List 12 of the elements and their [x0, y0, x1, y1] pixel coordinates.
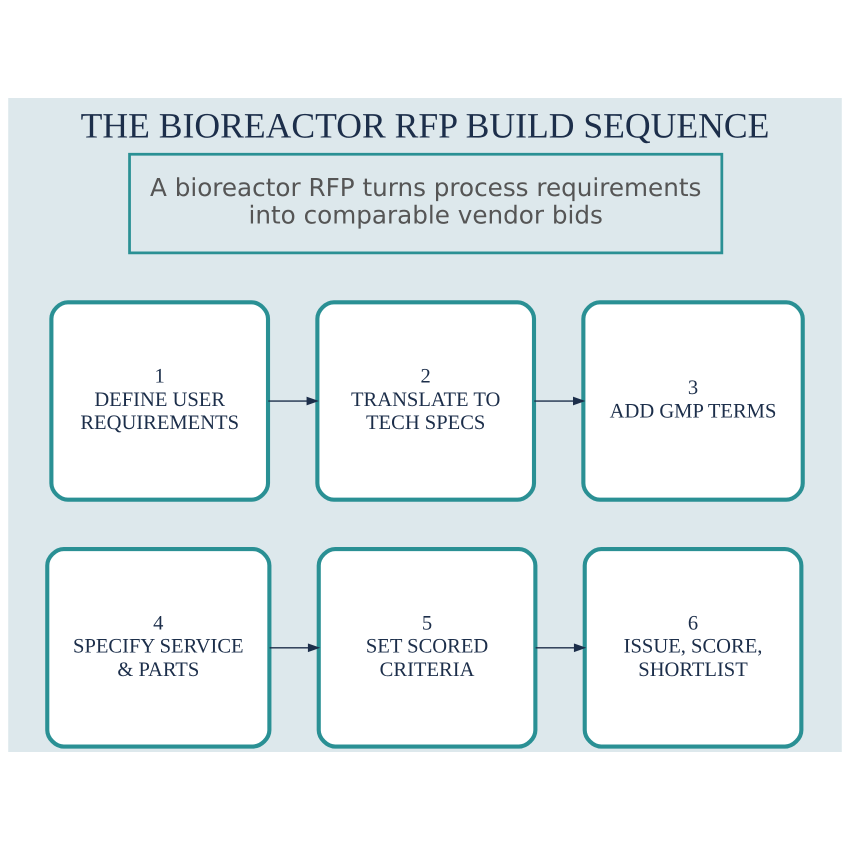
node-box: 3 ADD GMP TERMS [581, 300, 805, 502]
node-box: 5 SET SCORED CRITERIA [316, 547, 538, 749]
arrow [268, 396, 319, 406]
arrow [534, 396, 586, 406]
node-box: 2 TRANSLATE TO TECH SPECS [315, 300, 536, 502]
node-box: A bioreactor RFP turns process requirements into comparable vendor bids [128, 152, 724, 254]
arrow [270, 643, 320, 652]
node-box: 1 DEFINE USER REQUIREMENTS [49, 300, 270, 502]
arrow [536, 643, 586, 652]
diagram-title: THE BIOREACTOR RFP BUILD SEQUENCE [80, 105, 770, 146]
node-box: 6 ISSUE, SCORE, SHORTLIST [582, 547, 804, 749]
node-box: 4 SPECIFY SERVICE & PARTS [45, 547, 272, 749]
